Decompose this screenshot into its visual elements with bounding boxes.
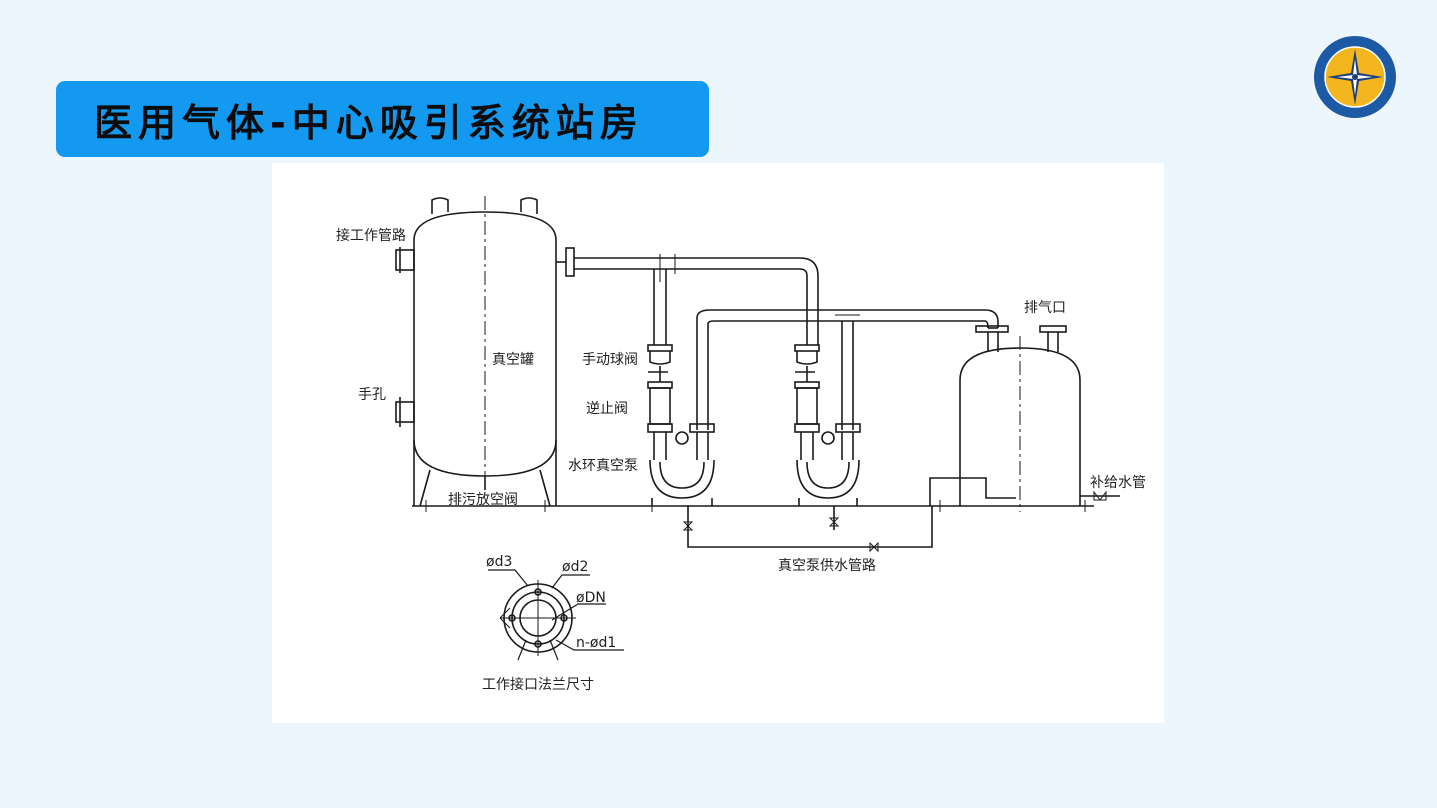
label-flange-dn: øDN bbox=[576, 590, 606, 606]
label-manual-ball-valve: 手动球阀 bbox=[582, 352, 638, 368]
company-logo bbox=[1313, 35, 1397, 119]
system-diagram-panel: 接工作管路 真空罐 手孔 排污放空阀 手动球阀 逆止阀 水环真空泵 排气口 补给… bbox=[272, 163, 1164, 723]
page-title: 医用气体-中心吸引系统站房 bbox=[94, 100, 644, 145]
system-schematic: 接工作管路 真空罐 手孔 排污放空阀 手动球阀 逆止阀 水环真空泵 排气口 补给… bbox=[336, 196, 1146, 693]
label-pump-water-supply: 真空泵供水管路 bbox=[778, 558, 876, 574]
separator-tank bbox=[929, 325, 1120, 512]
label-vacuum-tank: 真空罐 bbox=[492, 352, 534, 368]
label-pipe-connection: 接工作管路 bbox=[336, 227, 406, 244]
label-hand-hole: 手孔 bbox=[358, 387, 386, 403]
label-flange-dimensions: 工作接口法兰尺寸 bbox=[482, 676, 594, 693]
title-banner: 医用气体-中心吸引系统站房 bbox=[56, 81, 709, 157]
label-check-valve: 逆止阀 bbox=[586, 401, 628, 417]
label-exhaust-port: 排气口 bbox=[1024, 300, 1066, 316]
pump-set-1 bbox=[647, 344, 715, 506]
logo-emblem-icon bbox=[1314, 36, 1396, 118]
label-flange-d3: ød3 bbox=[486, 554, 512, 570]
label-flange-d2: ød2 bbox=[562, 559, 588, 575]
label-makeup-water-pipe: 补给水管 bbox=[1090, 475, 1146, 491]
vacuum-tank bbox=[395, 196, 557, 507]
label-flange-d1: n-ød1 bbox=[576, 635, 616, 651]
label-drain-valve: 排污放空阀 bbox=[448, 492, 518, 508]
pump-set-2 bbox=[794, 344, 861, 506]
label-water-ring-pump: 水环真空泵 bbox=[568, 458, 638, 474]
flange-detail bbox=[488, 569, 624, 661]
